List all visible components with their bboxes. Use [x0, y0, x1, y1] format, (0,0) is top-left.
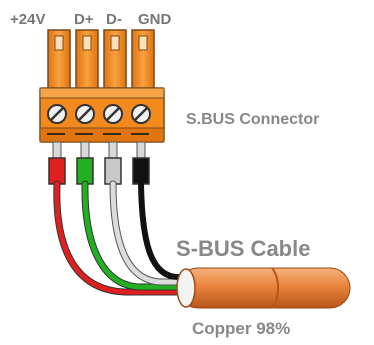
screw-icon-2	[75, 104, 95, 124]
screw-icon-3	[103, 104, 123, 124]
pin-label-d-minus: D-	[106, 11, 122, 28]
connector-plug-pins	[47, 29, 155, 91]
screw-icon-1	[47, 104, 67, 124]
connector-label: S.BUS Connector	[186, 111, 319, 128]
cable-label: S-BUS Cable	[176, 236, 310, 261]
cable	[176, 267, 351, 309]
pin-label-d-plus: D+	[74, 11, 94, 28]
wire-ferrules	[48, 141, 150, 185]
wire-black	[138, 181, 181, 280]
ferrule-gray	[104, 157, 122, 185]
screw-icon-4	[131, 104, 151, 124]
pin-label-24v: +24V	[10, 11, 45, 28]
ferrule-green	[76, 157, 94, 185]
cable-end	[176, 268, 196, 308]
cable-spec: Copper 98%	[192, 319, 290, 338]
connector-body	[39, 87, 165, 143]
pin-label-gnd: GND	[138, 11, 172, 28]
ferrule-red	[48, 157, 66, 185]
ferrule-black	[132, 157, 150, 185]
wires	[53, 180, 182, 296]
